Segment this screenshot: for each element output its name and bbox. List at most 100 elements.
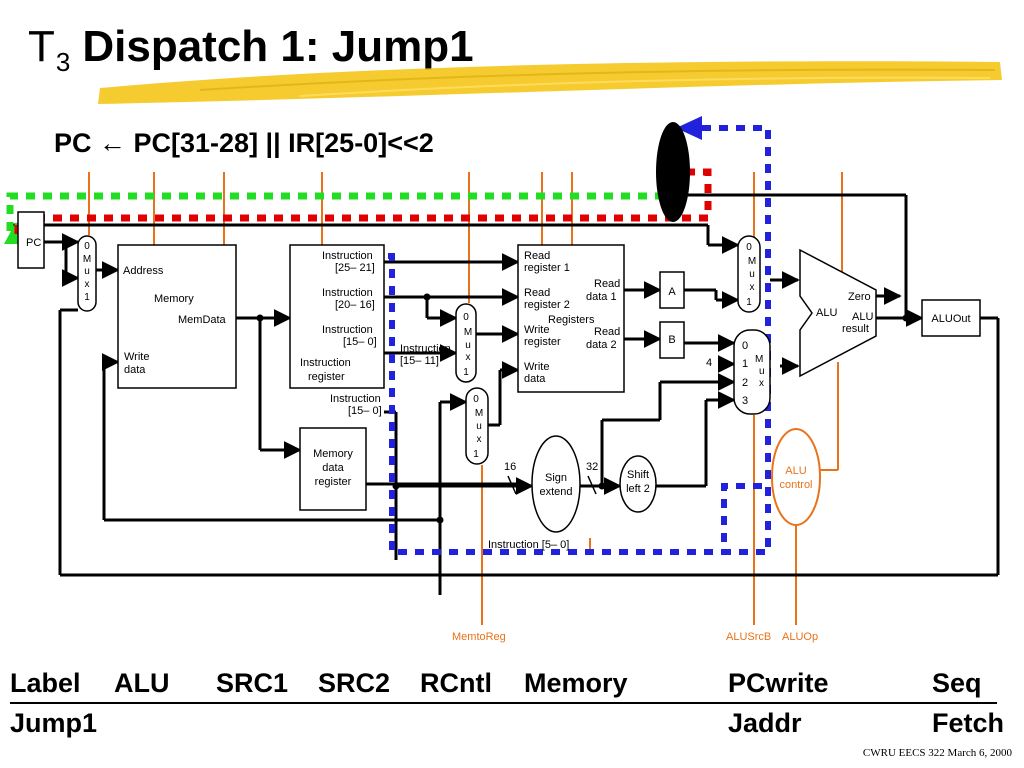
svg-text:0: 0 [463, 312, 469, 323]
footer-credit: CWRU EECS 322 March 6, 2000 [862, 747, 1012, 759]
row-seq-fetch: Fetch [932, 708, 1005, 738]
table-header-alu: ALU [114, 668, 170, 698]
pc-label: PC [26, 237, 41, 249]
svg-text:u: u [84, 266, 90, 277]
svg-text:M: M [464, 327, 472, 338]
table-header-seq: Seq [932, 668, 982, 698]
svg-text:[15– 0]: [15– 0] [348, 405, 382, 417]
svg-text:A: A [668, 286, 676, 298]
svg-text:data 2: data 2 [586, 339, 617, 351]
svg-text:1: 1 [463, 367, 469, 378]
red-path [14, 168, 712, 238]
title-subscript: 3 [55, 47, 71, 77]
svg-text:M: M [83, 254, 91, 265]
svg-text:2: 2 [742, 377, 748, 389]
alusrcb-signal: ALUSrcB [726, 631, 771, 643]
svg-text:Instruction: Instruction [400, 343, 451, 355]
svg-text:data: data [524, 373, 546, 385]
title-t: T [28, 22, 55, 71]
alu-control: ALU control [771, 428, 838, 526]
svg-text:Write: Write [524, 324, 549, 336]
svg-text:Shift: Shift [627, 469, 649, 481]
table-header-label: Label [10, 668, 81, 698]
mux-alusrca: 0 M u x 1 [737, 235, 761, 313]
register-b: B [659, 321, 685, 359]
table-header-src2: SRC2 [318, 668, 391, 698]
title-main: Dispatch 1: Jump1 [82, 22, 474, 71]
svg-text:x: x [85, 279, 90, 290]
svg-text:u: u [465, 340, 471, 351]
svg-text:0: 0 [746, 242, 752, 253]
wires [8, 193, 1000, 595]
svg-text:register: register [524, 336, 561, 348]
svg-text:Instruction: Instruction [322, 250, 373, 262]
svg-text:B: B [668, 334, 675, 346]
svg-text:u: u [749, 269, 755, 280]
svg-text:1: 1 [84, 292, 90, 303]
svg-text:Write: Write [124, 351, 149, 363]
mux-memtoreg: 0 M u x 1 [465, 387, 489, 465]
svg-text:data: data [322, 462, 344, 474]
control-ticks [88, 172, 843, 625]
svg-text:[15– 0]: [15– 0] [343, 336, 377, 348]
svg-text:register: register [315, 476, 352, 488]
svg-text:Instruction: Instruction [322, 324, 373, 336]
svg-text:Zero: Zero [848, 291, 871, 303]
memtoreg-signal: MemtoReg [452, 631, 506, 643]
svg-text:Read: Read [524, 250, 550, 262]
pc-source-blob [656, 122, 690, 222]
alu: ALU Zero ALU result [799, 248, 877, 378]
svg-text:Sign: Sign [545, 472, 567, 484]
svg-text:0: 0 [742, 340, 748, 352]
svg-text:Registers: Registers [548, 314, 595, 326]
sign-extend: Sign extend 16 32 [504, 435, 598, 533]
svg-text:ALU: ALU [852, 311, 873, 323]
svg-text:3: 3 [742, 395, 748, 407]
row-pcwrite-jaddr: Jaddr [728, 708, 802, 738]
svg-text:[15– 11]: [15– 11] [400, 355, 439, 367]
blue-arrowhead [676, 116, 702, 140]
svg-text:ALUOut: ALUOut [931, 313, 970, 325]
svg-text:data 1: data 1 [586, 291, 617, 303]
svg-text:register: register [308, 371, 345, 383]
svg-text:ALU: ALU [785, 465, 806, 477]
svg-text:ALU: ALU [816, 307, 837, 319]
aluout-register: ALUOut [921, 299, 981, 337]
svg-text:Address: Address [123, 265, 164, 277]
shift-left-2: Shift left 2 [619, 455, 657, 513]
register-file: Read register 1 Read register 2 Write re… [517, 244, 625, 393]
svg-text:Memory: Memory [154, 293, 194, 305]
svg-text:Memory: Memory [313, 448, 353, 460]
svg-text:x: x [750, 282, 755, 293]
mux-alusrcb: 0 1 2 3 M u x 4 [706, 329, 771, 415]
mux-pc: 0 M u x 1 [77, 235, 97, 312]
svg-text:x: x [477, 434, 482, 445]
svg-text:Instruction: Instruction [322, 287, 373, 299]
svg-text:control: control [779, 479, 812, 491]
svg-text:Read: Read [524, 287, 550, 299]
pc-formula: PC ← PC[31-28] || IR[25-0]<<2 [54, 128, 434, 158]
svg-text:u: u [476, 421, 482, 432]
table-header-pcwrite: PCwrite [728, 668, 829, 698]
svg-text:M: M [755, 354, 763, 365]
svg-text:Instruction: Instruction [300, 357, 351, 369]
bits-32: 32 [586, 461, 598, 473]
svg-text:x: x [466, 352, 471, 363]
blue-path [388, 125, 771, 555]
svg-text:M: M [748, 256, 756, 267]
svg-text:register 2: register 2 [524, 299, 570, 311]
svg-text:[20– 16]: [20– 16] [335, 299, 375, 311]
table-header-src1: SRC1 [216, 668, 289, 698]
table-header-rcntl: RCntl [420, 668, 492, 698]
mux-regdst: 0 M u x 1 [455, 303, 477, 383]
aluop-signal: ALUOp [782, 631, 818, 643]
svg-text:M: M [475, 408, 483, 419]
svg-text:1: 1 [746, 297, 752, 308]
slide-title: T3 Dispatch 1: Jump1 [28, 22, 474, 78]
svg-text:register 1: register 1 [524, 262, 570, 274]
svg-text:Read: Read [594, 278, 620, 290]
row-label-jump1: Jump1 [10, 708, 98, 738]
svg-text:[25– 21]: [25– 21] [335, 262, 375, 274]
